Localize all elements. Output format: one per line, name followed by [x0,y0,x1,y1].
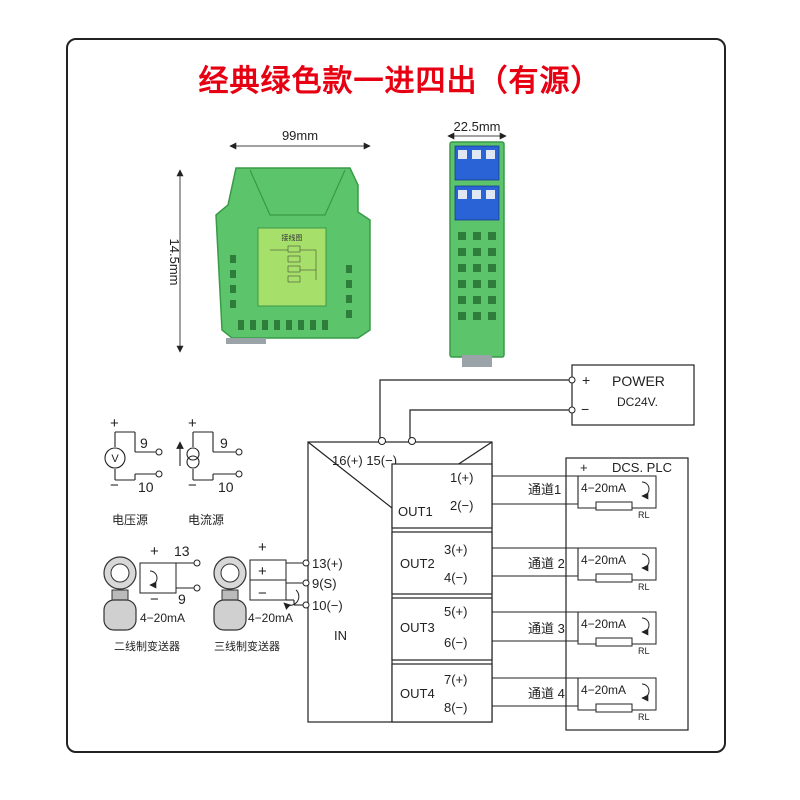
input-wiring [286,562,303,606]
voltage-caption: 电压源 [112,513,148,527]
current-pin-10: 10 [218,479,234,495]
dcs-plus: + [580,460,588,475]
out4-label: OUT4 [400,686,435,701]
two-wire-plus: + [150,543,159,560]
signal-3: 4−20mA [581,617,626,631]
three-wire-plus: + [258,539,267,556]
dcs-label: DCS. PLC [612,460,672,475]
current-source: + − 9 10 电流源 [176,415,243,527]
out1-block [391,463,493,529]
rl-2: RL [638,582,650,592]
height-dimension-label: 14.5mm [167,239,182,286]
voltage-pin-9: 9 [140,435,148,451]
depth-dimension-label: 22.5mm [454,119,501,134]
out2-block [391,531,493,595]
out3-pos: 5(+) [444,604,467,619]
rl-resistor-1 [595,501,633,511]
three-wire-signal: 4−20mA [248,611,293,625]
out4-block [391,663,493,723]
signal-1: 4−20mA [581,481,626,495]
power-minus: − [581,401,589,417]
voltage-symbol-circle [104,447,126,469]
signal-4: 4−20mA [581,683,626,697]
rl-3: RL [638,646,650,656]
three-wire-plus-2: + [258,563,267,580]
power-wire-minus [409,409,569,440]
two-wire-pin-9: 9 [178,591,186,607]
transmitter-icon [213,556,247,631]
channel-labels: 通道1 通道 2 通道 3 通道 4 [528,482,565,701]
out1-neg: 2(−) [450,498,473,513]
two-wire-minus: − [150,591,159,608]
input-9: 9(S) [312,576,337,591]
two-wire-transmitter: + 13 − 9 4−20mA 二线制变送器 [103,543,201,653]
voltage-plus: + [110,415,119,432]
product-front-view: 22.5mm [447,119,507,367]
width-dimension-label: 99mm [282,128,318,143]
out1-pos: 1(+) [450,470,473,485]
page-title: 经典绿色款一进四出（有源） [198,64,602,99]
out2-label: OUT2 [400,556,435,571]
two-wire-caption: 二线制变送器 [114,639,180,653]
transmitter-icon [103,556,137,631]
rl-4: RL [638,712,650,722]
input-13: 13(+) [312,556,343,571]
out3-label: OUT3 [400,620,435,635]
wiring-label-sticker [257,227,327,307]
power-terminal-labels: 16(+) 15(−) [332,453,397,468]
out3-neg: 6(−) [444,635,467,650]
current-plus: + [188,415,197,432]
power-supply: + POWER DC24V. − [568,364,695,426]
power-label: POWER [612,373,665,389]
power-box [571,364,695,426]
rl-1: RL [638,510,650,520]
out2-pos: 3(+) [444,542,467,557]
channel-1-label: 通道1 [528,482,561,497]
channel-3-label: 通道 3 [528,621,565,636]
input-in-label: IN [334,628,347,643]
receiver-loops: 4−20mA 4−20mA 4−20mA 4−20mA RL RL RL RL [577,475,657,722]
rl-resistor-4 [595,703,633,713]
output-wiring [492,475,579,707]
input-10: 10(−) [312,598,343,613]
product-side-view: 99mm 14.5mm 接线图 [167,128,371,353]
current-minus: − [188,477,197,494]
power-spec: DC24V. [617,395,658,409]
three-wire-minus: − [258,585,267,602]
signal-2: 4−20mA [581,553,626,567]
three-wire-caption: 三线制变送器 [214,639,280,653]
sticker-title: 接线图 [282,233,303,242]
power-wire-plus [379,379,569,440]
output-blocks: OUT1 1(+) 2(−) OUT2 3(+) 4(−) OUT3 5(+) … [391,463,493,723]
voltage-minus: − [110,477,119,494]
out4-pos: 7(+) [444,672,467,687]
two-wire-signal: 4−20mA [140,611,185,625]
voltage-source: + − 9 10 V 电压源 [104,415,163,527]
channel-4-label: 通道 4 [528,686,565,701]
voltage-pin-10: 10 [138,479,154,495]
three-wire-transmitter: + + − 4−20mA 三线制变送器 [213,539,300,653]
two-wire-pin-13: 13 [174,543,190,559]
front-rail-clip [462,355,492,367]
diagram-frame [66,38,726,753]
out4-neg: 8(−) [444,700,467,715]
rl-resistor-3 [595,637,633,647]
power-plus: + [582,372,590,388]
out3-block [391,597,493,661]
current-pin-9: 9 [220,435,228,451]
channel-2-label: 通道 2 [528,556,565,571]
out2-neg: 4(−) [444,570,467,585]
out1-label: OUT1 [398,504,433,519]
voltage-symbol: V [111,453,119,465]
current-caption: 电流源 [188,513,224,527]
rl-resistor-2 [595,573,633,583]
din-rail-clip [226,338,266,344]
